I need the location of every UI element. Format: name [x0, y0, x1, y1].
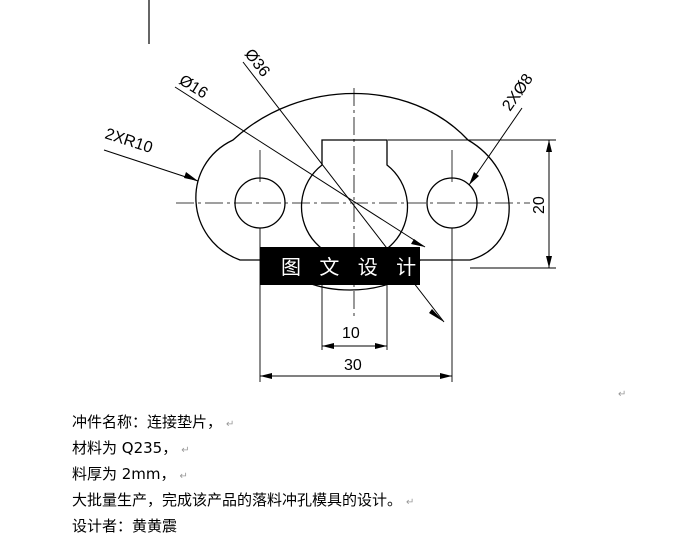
- text-line-2: 材料为 Q235，↵: [72, 435, 190, 464]
- return-mark: ↵: [179, 471, 188, 482]
- return-mark: ↵: [406, 497, 415, 508]
- text-line-1: 冲件名称：连接垫片，↵: [72, 409, 234, 438]
- return-mark: ↵: [618, 389, 627, 400]
- task-text: 大批量生产，完成该产品的落料冲孔模具的设计。: [72, 491, 403, 509]
- dim-dia36: Ø36: [241, 46, 273, 80]
- watermark-box: [260, 247, 420, 285]
- designer-text: 设计者：黄黄震: [72, 517, 178, 535]
- watermark-text: 图 文 设 计: [281, 255, 422, 279]
- outer-contour: [195, 93, 510, 291]
- thickness-text: 料厚为 2mm，: [72, 465, 176, 483]
- part-drawing: 2XR10 Ø16 Ø36 2XØ8 20 10 30 图 文 设 计: [103, 0, 556, 382]
- part-name-text: 冲件名称：连接垫片，: [72, 413, 223, 431]
- text-line-5: 设计者：黄黄震: [72, 513, 177, 539]
- dim-width-10: 10: [342, 325, 360, 342]
- text-line-4: 大批量生产，完成该产品的落料冲孔模具的设计。↵: [72, 487, 414, 516]
- dim-width-30: 30: [344, 357, 362, 374]
- dim-dia16: Ø16: [176, 72, 211, 102]
- return-mark: ↵: [226, 419, 235, 430]
- hole-centerlines: [259, 150, 453, 182]
- text-line-3: 料厚为 2mm，↵: [72, 461, 188, 490]
- dim-height-20: 20: [531, 196, 548, 214]
- return-mark: ↵: [181, 445, 190, 456]
- dim-holes: 2XØ8: [499, 71, 536, 114]
- material-text: 材料为 Q235，: [72, 439, 178, 457]
- arrowheads: [260, 140, 552, 379]
- leader-arrowheads: [184, 172, 479, 322]
